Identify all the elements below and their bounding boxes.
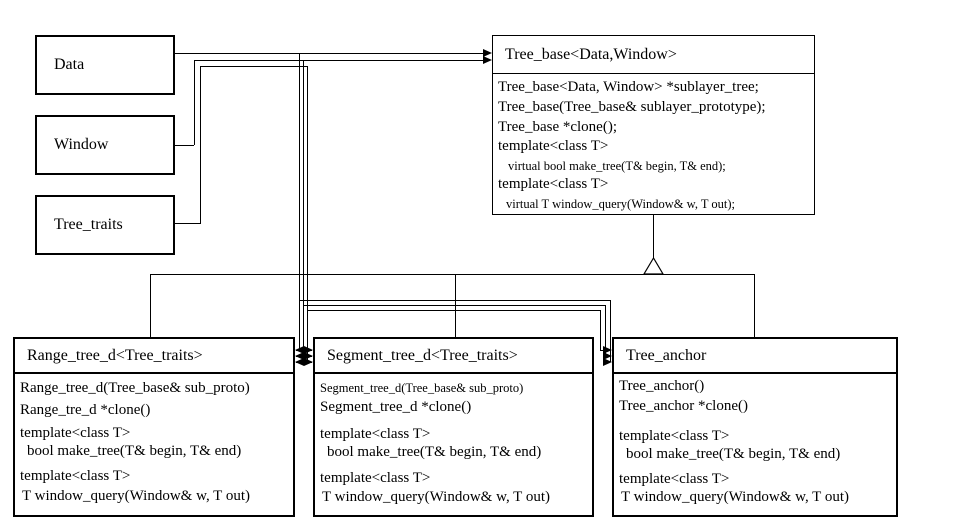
class-title-range-tree-d: Range_tree_d<Tree_traits> [15, 339, 293, 374]
arrowhead-icon [304, 358, 313, 366]
arrowhead-icon [483, 56, 492, 64]
connector-line [299, 53, 300, 351]
param-box-data: Data [35, 35, 175, 95]
class-member: T window_query(Window& w, T out) [322, 489, 550, 505]
connector-line [175, 145, 194, 146]
inheritance-drop-line [150, 274, 151, 337]
arrowhead-icon [603, 358, 612, 366]
connector-line [303, 60, 304, 357]
class-member: Segment_tree_d(Tree_base& sub_proto) [320, 381, 524, 395]
connector-line [200, 66, 201, 224]
class-member: Tree_base<Data, Window> *sublayer_tree; [498, 79, 759, 95]
class-member: template<class T> [320, 470, 431, 486]
class-member: template<class T> [320, 426, 431, 442]
class-member: Range_tre_d *clone() [20, 402, 151, 418]
class-member: Tree_anchor *clone() [619, 398, 748, 414]
class-member: Segment_tree_d *clone() [320, 399, 472, 415]
connector-line [303, 305, 606, 306]
inheritance-triangle-icon [643, 257, 664, 275]
arrowhead-icon [483, 49, 492, 57]
class-member: template<class T> [498, 138, 609, 154]
class-member: Tree_base *clone(); [498, 119, 617, 135]
connector-line [194, 60, 484, 61]
connector-line [200, 66, 307, 67]
class-box-tree-base: Tree_base<Data,Window> Tree_base<Data, W… [492, 35, 815, 215]
inheritance-drop-line [754, 274, 755, 337]
class-member: template<class T> [619, 471, 730, 487]
connector-line [605, 305, 606, 357]
class-member: Tree_anchor() [619, 378, 705, 394]
connector-line [175, 53, 484, 54]
class-member: bool make_tree(T& begin, T& end) [626, 446, 841, 462]
arrowhead-icon [304, 346, 313, 354]
class-member: virtual bool make_tree(T& begin, T& end)… [508, 159, 726, 173]
class-member: template<class T> [498, 176, 609, 192]
class-member: Range_tree_d(Tree_base& sub_proto) [20, 380, 250, 396]
param-box-tree-traits: Tree_traits [35, 195, 175, 255]
arrowhead-icon [603, 346, 612, 354]
param-label-window: Window [54, 136, 109, 153]
class-member: virtual T window_query(Window& w, T out)… [506, 197, 735, 211]
class-member: Tree_base(Tree_base& sublayer_prototype)… [498, 99, 766, 115]
param-label-tree-traits: Tree_traits [54, 216, 123, 233]
connector-line [307, 66, 308, 363]
class-member: template<class T> [20, 468, 131, 484]
class-box-tree-anchor: Tree_anchor Tree_anchor() Tree_anchor *c… [612, 337, 898, 517]
connector-line [194, 60, 195, 145]
class-title-tree-anchor: Tree_anchor [614, 339, 896, 374]
arrowhead-icon [603, 352, 612, 360]
class-member: bool make_tree(T& begin, T& end) [27, 443, 242, 459]
connector-line [307, 310, 601, 311]
class-member: template<class T> [20, 425, 131, 441]
arrowhead-icon [295, 352, 304, 360]
param-box-window: Window [35, 115, 175, 175]
arrowhead-icon [304, 352, 313, 360]
class-title-segment-tree-d: Segment_tree_d<Tree_traits> [315, 339, 592, 374]
arrowhead-icon [295, 358, 304, 366]
connector-line [175, 223, 201, 224]
inheritance-rake-line [150, 274, 755, 275]
arrowhead-icon [295, 346, 304, 354]
class-member: bool make_tree(T& begin, T& end) [327, 444, 542, 460]
class-box-range-tree-d: Range_tree_d<Tree_traits> Range_tree_d(T… [13, 337, 295, 517]
class-member: T window_query(Window& w, T out) [621, 489, 849, 505]
class-member: template<class T> [619, 428, 730, 444]
inheritance-drop-line [455, 274, 456, 337]
class-title-tree-base: Tree_base<Data,Window> [493, 36, 814, 74]
connector-line [610, 300, 611, 362]
class-member: T window_query(Window& w, T out) [22, 488, 250, 504]
connector-line [600, 310, 601, 351]
param-label-data: Data [54, 56, 85, 73]
class-box-segment-tree-d: Segment_tree_d<Tree_traits> Segment_tree… [313, 337, 594, 517]
inheritance-stem-line [653, 215, 654, 259]
